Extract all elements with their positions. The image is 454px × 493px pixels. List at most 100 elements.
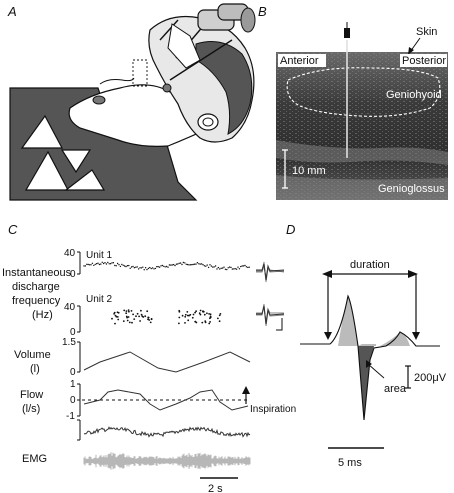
- unit1-point: [94, 263, 96, 266]
- unit1-point: [111, 262, 113, 264]
- rectified-emg-axis: [77, 419, 81, 441]
- unit2-point: [208, 313, 211, 315]
- unit2-point: [208, 322, 211, 325]
- unit1-point: [240, 265, 242, 268]
- unit2-spike-waveform: [256, 303, 285, 327]
- genioglossus-label: Genioglossus: [378, 183, 445, 195]
- unit1-point: [181, 263, 183, 266]
- unit1-point: [228, 266, 231, 268]
- unit1-point: [233, 268, 235, 270]
- unit1-point: [126, 265, 129, 267]
- unit1-point: [114, 264, 116, 267]
- unit1-spike-waveform: [256, 261, 285, 283]
- unit1-point: [189, 264, 192, 266]
- unit2-point: [194, 311, 197, 314]
- unit1-point: [139, 267, 141, 269]
- unit1-point: [112, 262, 115, 264]
- unit1-point: [83, 265, 85, 267]
- unit1-point: [118, 264, 120, 266]
- unit1-point: [115, 265, 117, 267]
- unit1-point: [177, 263, 179, 265]
- unit1-point: [224, 268, 227, 270]
- unit2-point: [219, 313, 222, 315]
- duration-marker: [327, 273, 417, 336]
- panel-label-c: C: [8, 222, 18, 237]
- unit2-point: [115, 315, 118, 318]
- amp-scale-label: 200μV: [414, 372, 447, 384]
- unit1-point: [214, 265, 217, 267]
- waveform-scale-bar: [276, 318, 283, 331]
- flow-trace: [83, 389, 249, 411]
- duration-label: duration: [350, 259, 390, 271]
- unit2-point: [125, 315, 128, 318]
- unit1-point: [203, 265, 206, 267]
- unit2-point: [189, 313, 192, 316]
- unit1-point: [202, 264, 204, 266]
- ultrasound-image: [276, 22, 448, 200]
- unit1-point: [107, 261, 109, 264]
- unit1-point: [160, 265, 162, 267]
- unit1-point: [196, 262, 199, 264]
- unit1-point: [220, 267, 222, 269]
- unit1-point: [116, 262, 119, 265]
- unit2-point: [199, 313, 202, 316]
- unit1-point: [90, 264, 92, 266]
- inspiration-arrow: [242, 386, 250, 404]
- flow-unit: (l/s): [22, 403, 40, 415]
- unit1-point: [164, 266, 166, 268]
- unit1-point: [137, 268, 140, 270]
- vol-tick-top: 1.5: [62, 337, 76, 348]
- unit2-point: [192, 313, 195, 316]
- unit1-point: [237, 266, 239, 268]
- unit1-point: [91, 262, 94, 264]
- geniohyoid-label: Geniohyoid: [386, 89, 442, 101]
- unit2-point: [132, 313, 135, 316]
- posterior-label: Posterior: [402, 55, 446, 67]
- unit1-point: [230, 266, 232, 269]
- unit2-point: [113, 311, 116, 314]
- time-scale-label: 2 s: [208, 483, 223, 493]
- unit2-point: [117, 318, 120, 321]
- unit1-point: [123, 265, 126, 267]
- unit2-point: [149, 321, 152, 324]
- unit2-point: [186, 311, 189, 313]
- unit1-point: [195, 263, 197, 265]
- unit2-point: [199, 309, 202, 312]
- unit1-point: [231, 268, 234, 270]
- ifreq-label-2: discharge: [12, 281, 60, 293]
- unit1-point: [167, 266, 169, 268]
- inspiration-label: Inspiration: [250, 404, 296, 415]
- unit1-point: [217, 266, 220, 269]
- unit1-point: [182, 261, 185, 264]
- area-label: area: [384, 383, 407, 395]
- unit1-point: [151, 267, 154, 269]
- unit2-point: [128, 321, 131, 324]
- unit1-point: [171, 264, 173, 266]
- unit2-point: [217, 317, 219, 320]
- unit1-point: [241, 265, 243, 267]
- unit2-point: [178, 316, 181, 319]
- unit1-point: [100, 263, 102, 265]
- unit2-point: [125, 312, 128, 315]
- flow-axis: [77, 383, 81, 417]
- unit1-point: [238, 268, 241, 270]
- time-scale-label-d: 5 ms: [338, 457, 362, 469]
- unit1-point: [165, 265, 168, 268]
- unit1-point: [154, 267, 157, 270]
- volume-trace: [83, 351, 251, 373]
- ifreq-label-1: Instantaneous: [2, 267, 72, 279]
- unit1-point: [192, 263, 194, 266]
- unit2-point: [150, 318, 153, 321]
- flow-tick-bot: -1: [66, 411, 75, 422]
- unit1-point: [101, 261, 103, 263]
- unit2-point: [198, 312, 201, 315]
- unit1-point: [235, 268, 238, 270]
- subject-illustration: [9, 3, 256, 201]
- panel-label-a: A: [7, 4, 17, 19]
- unit1-point: [122, 264, 124, 266]
- unit1-point: [129, 267, 131, 269]
- unit1-point: [97, 262, 99, 264]
- ifreq-label-3: frequency: [12, 295, 61, 307]
- flow-label: Flow: [20, 389, 43, 401]
